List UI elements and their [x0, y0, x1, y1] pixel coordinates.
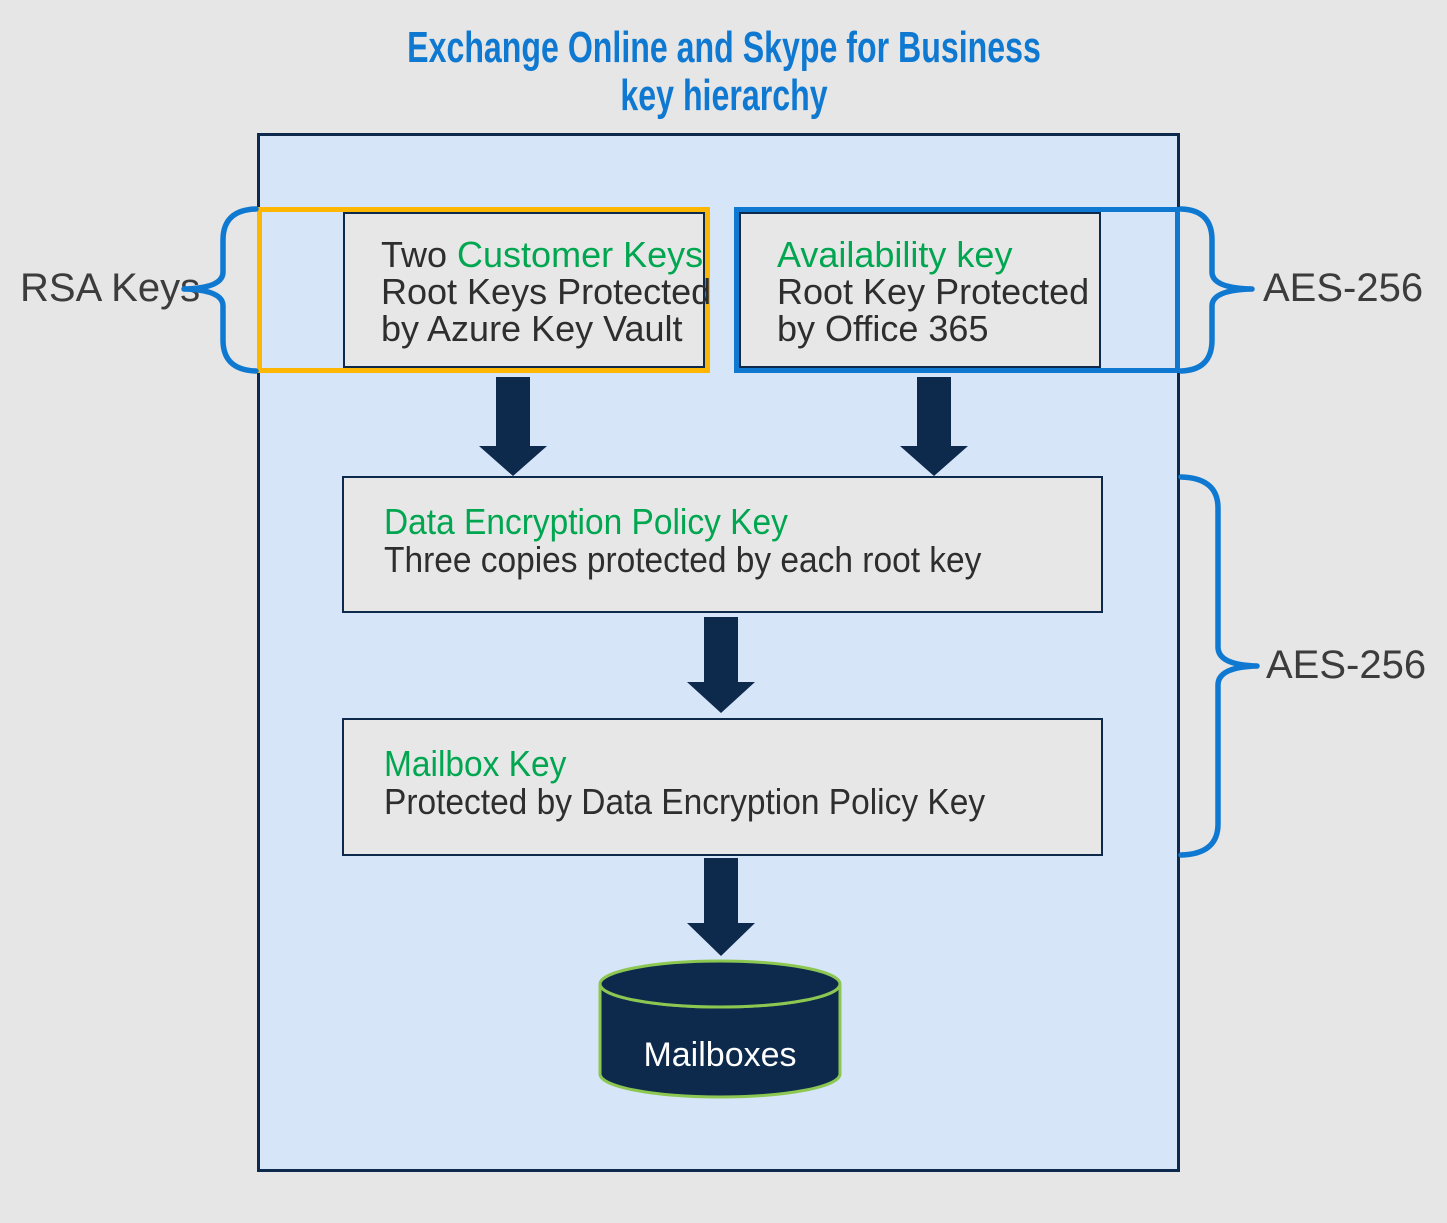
mailbox-key-box: Mailbox Key Protected by Data Encryption…: [342, 718, 1103, 856]
data-encryption-policy-key-box: Data Encryption Policy Key Three copies …: [342, 476, 1103, 613]
mailbox-key-title: Mailbox Key: [384, 743, 567, 784]
aes-256-top-label: AES-256: [1263, 266, 1424, 310]
customer-keys-inner-panel: Two Customer Keys Root Keys Protected by…: [343, 212, 711, 368]
customer-keys-line2: Root Keys Protected: [381, 271, 712, 312]
availability-key-text: Availability key Root Key Protected by O…: [777, 236, 1089, 347]
mailboxes-label: Mailboxes: [643, 1036, 797, 1074]
rsa-keys-label: RSA Keys: [20, 266, 201, 310]
mailbox-key-text: Mailbox Key Protected by Data Encryption…: [384, 745, 985, 821]
data-encryption-policy-key-text: Data Encryption Policy Key Three copies …: [384, 503, 981, 579]
availability-key-title: Availability key: [777, 234, 1013, 275]
availability-key-line2: Root Key Protected: [777, 271, 1090, 312]
customer-keys-line3: by Azure Key Vault: [381, 308, 683, 349]
diagram-title: Exchange Online and Skype for Business k…: [407, 24, 1041, 120]
mailbox-key-line2: Protected by Data Encryption Policy Key: [384, 781, 986, 822]
aes-256-top-brace-icon: [1178, 206, 1255, 374]
customer-keys-prefix: Two: [381, 234, 458, 275]
availability-key-line3: by Office 365: [777, 308, 989, 349]
aes-256-bottom-brace-icon: [1178, 474, 1260, 858]
availability-key-box: Availability key Root Key Protected by O…: [734, 207, 1180, 373]
customer-keys-box: Two Customer Keys Root Keys Protected by…: [257, 207, 711, 373]
data-encryption-policy-key-title: Data Encryption Policy Key: [384, 501, 788, 542]
aes-256-bottom-label: AES-256: [1266, 643, 1427, 687]
diagram-title-line2: key hierarchy: [619, 71, 828, 120]
diagram-title-line1: Exchange Online and Skype for Business: [406, 23, 1041, 72]
data-encryption-policy-key-line2: Three copies protected by each root key: [384, 539, 982, 580]
availability-key-inner-panel: Availability key Root Key Protected by O…: [739, 212, 1101, 368]
customer-keys-text: Two Customer Keys Root Keys Protected by…: [381, 236, 711, 347]
customer-keys-title-line: Two Customer Keys: [381, 236, 711, 273]
customer-keys-title: Customer Keys: [457, 234, 704, 275]
